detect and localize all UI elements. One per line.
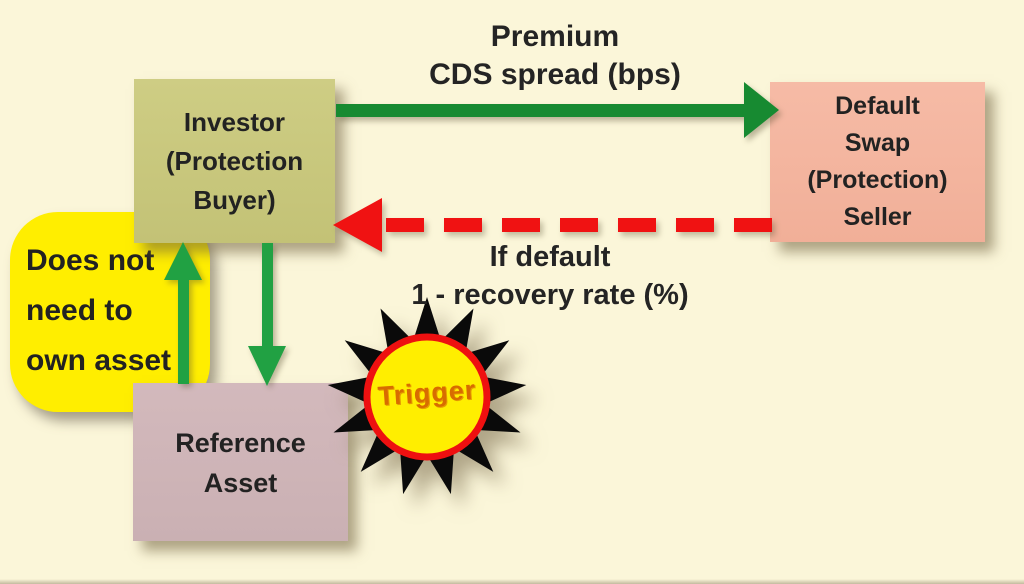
trigger-starburst-icon	[327, 297, 527, 495]
default-swap-protection-seller-box: Default Swap (Protection) Seller	[770, 82, 985, 242]
payout-arrow-label: If default 1 - recovery rate (%)	[411, 241, 689, 311]
investor-protection-buyer-box: Investor (Protection Buyer)	[134, 79, 335, 243]
reference-asset-box: Reference Asset	[133, 383, 348, 541]
asset-down-arrow-icon	[248, 243, 286, 386]
premium-arrow-label: Premium CDS spread (bps)	[429, 20, 681, 91]
